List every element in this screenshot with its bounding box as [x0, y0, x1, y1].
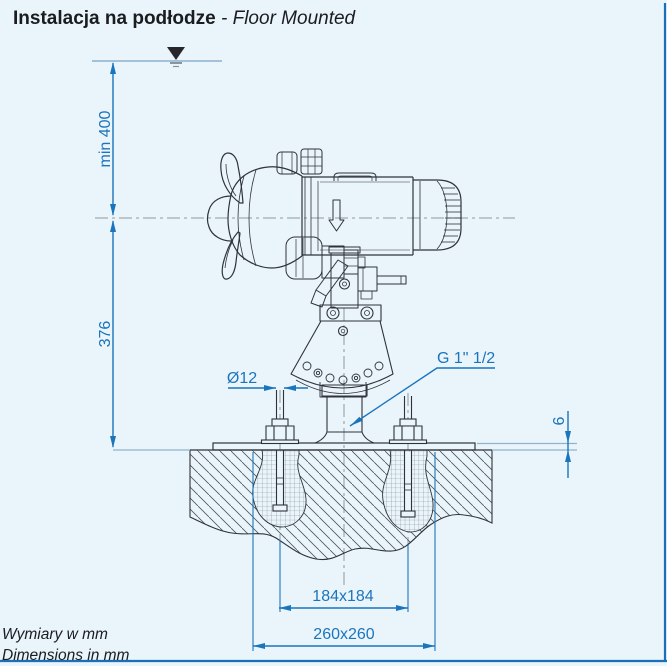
dim-label-thread: G 1" 1/2	[437, 350, 495, 367]
title-polish: Instalacja na podłodze	[13, 8, 216, 29]
lifting-eyes	[276, 148, 323, 175]
dimension-annotations: min 400 376 Ø12 G 1" 1/2 6 184x184 260x2…	[97, 62, 571, 651]
units-note: Wymiary w mm Dimensions in mm	[2, 624, 129, 666]
dim-label-bolt-spacing: 184x184	[312, 588, 373, 605]
junction-box	[285, 236, 366, 280]
title-english: - Floor Mounted	[215, 8, 356, 29]
water-level-icon	[167, 47, 185, 68]
mounting-plate	[290, 304, 394, 398]
extension-lines	[252, 452, 436, 651]
propeller-blades	[220, 152, 244, 280]
carry-handle	[333, 172, 377, 181]
dimension-arrowheads	[110, 62, 571, 649]
propeller-hub	[206, 195, 232, 242]
concrete-floor	[113, 442, 577, 561]
water-surface	[92, 47, 222, 68]
flow-arrow-icon	[328, 199, 345, 232]
gear-housing	[227, 166, 303, 269]
concrete-hatch	[189, 449, 493, 561]
plate-holes	[302, 361, 384, 385]
ribbed-end-cap	[413, 179, 462, 251]
swivel-bracket	[310, 246, 407, 309]
dim-label-plate-thickness: 6	[551, 416, 568, 425]
mixer-drawing	[206, 148, 462, 444]
dim-label-min400: min 400	[97, 110, 114, 167]
units-note-english: Dimensions in mm	[2, 647, 130, 664]
leader-line-thread	[349, 367, 495, 427]
anchor-bolt-left	[260, 390, 300, 512]
dim-label-376: 376	[97, 321, 114, 348]
motor-body	[302, 176, 414, 256]
dim-label-plate-size: 260x260	[313, 626, 374, 643]
anchor-bolt-right	[388, 396, 428, 518]
dim-label-bolt-diameter: Ø12	[227, 370, 257, 387]
pedestal	[314, 384, 375, 444]
page-title: Instalacja na podłodze - Floor Mounted	[13, 8, 355, 30]
units-note-polish: Wymiary w mm	[2, 626, 108, 643]
